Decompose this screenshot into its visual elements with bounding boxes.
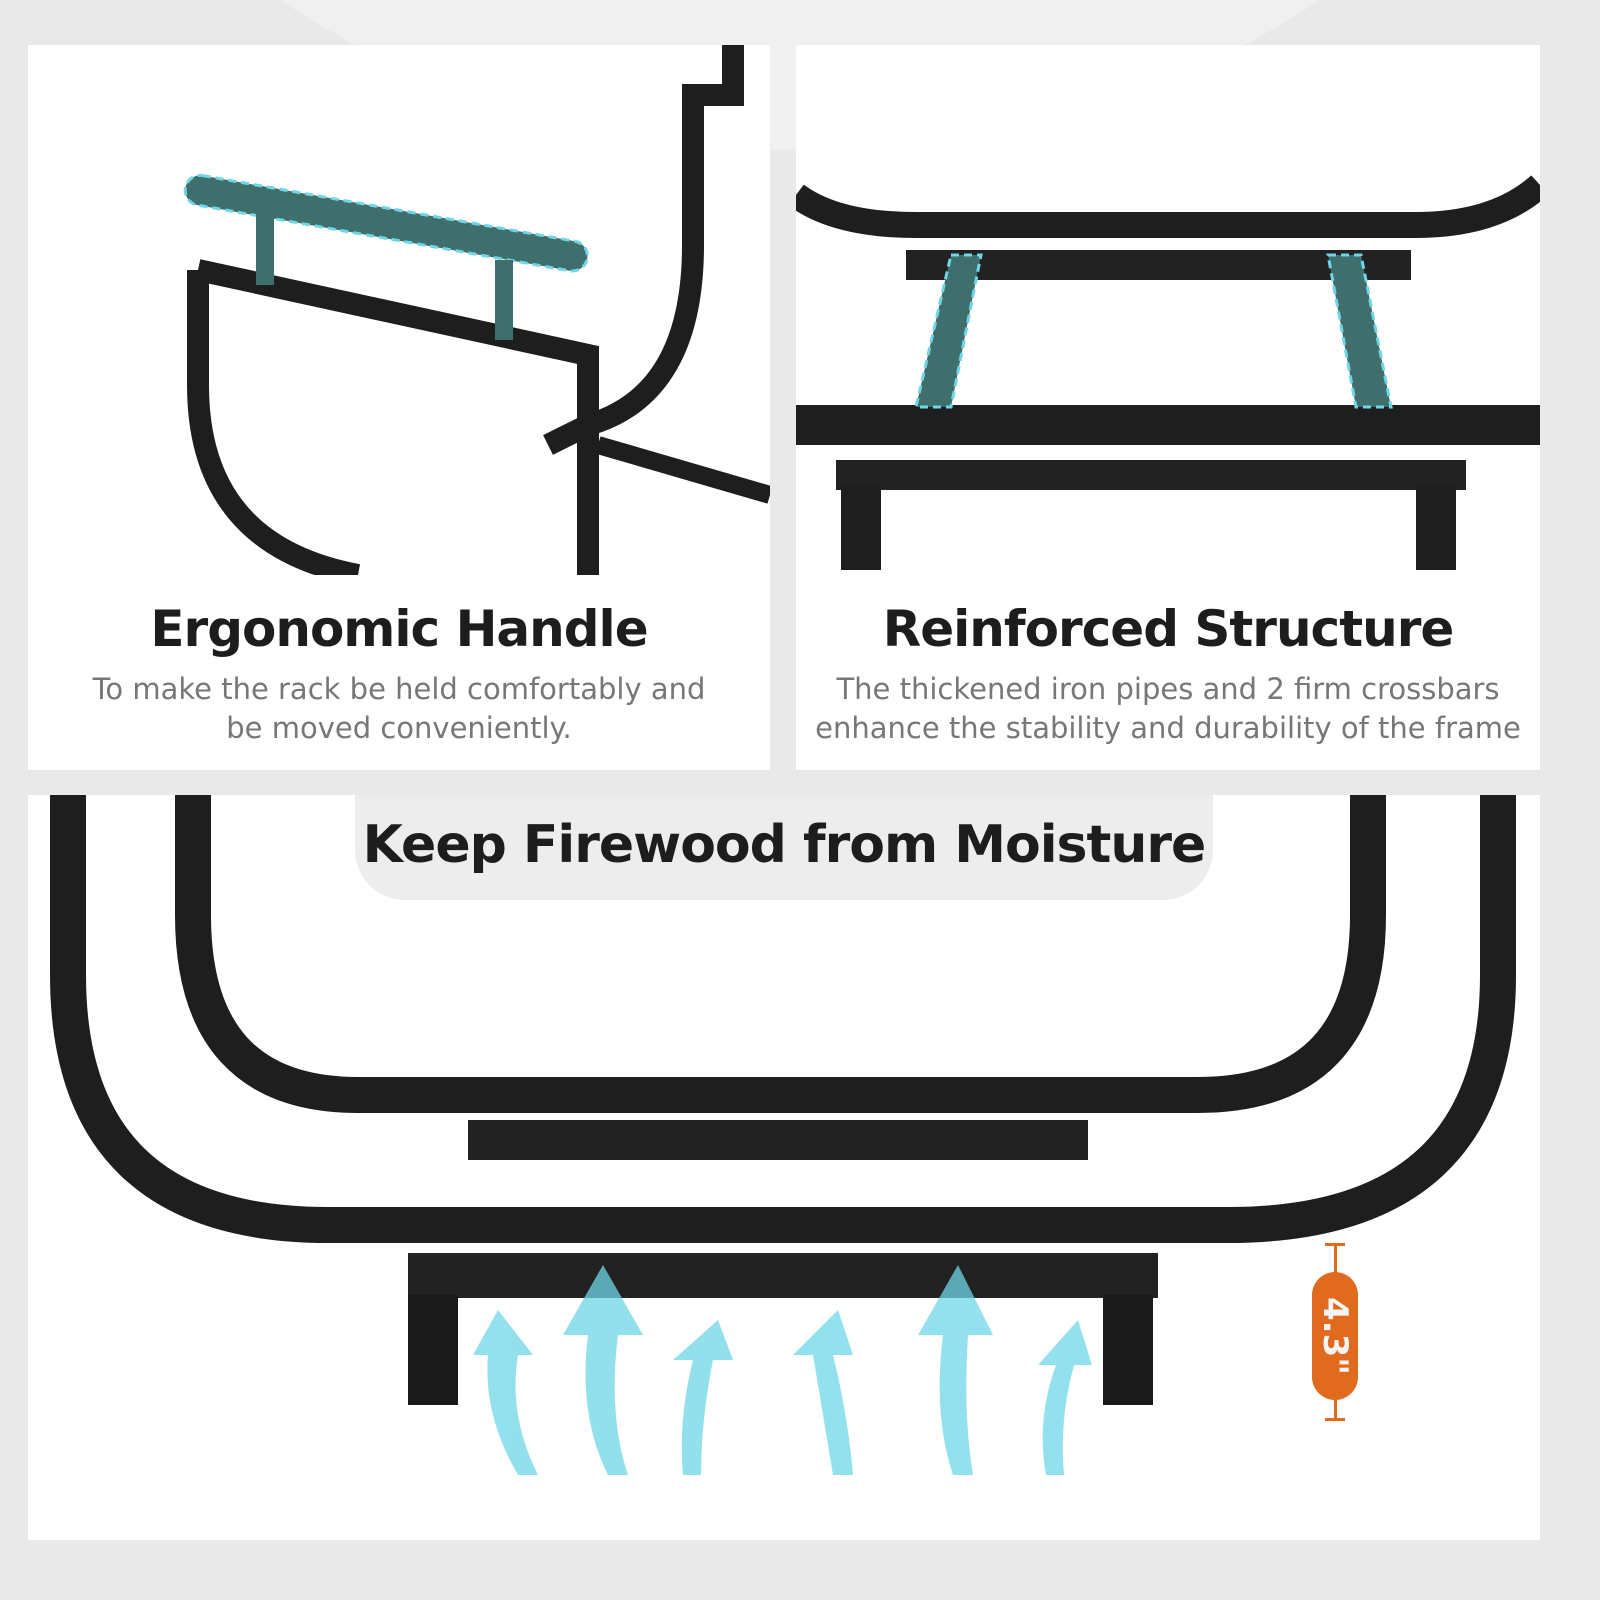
description-line: enhance the stability and durability of …	[815, 711, 1521, 745]
description-line: The thickened iron pipes and 2 firm cros…	[836, 672, 1500, 706]
description-line: To make the rack be held comfortably and	[92, 672, 706, 706]
measure-bottom-tick	[1325, 1418, 1345, 1421]
feature-title: Ergonomic Handle	[150, 600, 648, 658]
height-badge: 4.3"	[1312, 1272, 1358, 1400]
ergonomic-handle-panel: Ergonomic Handle To make the rack be hel…	[28, 45, 770, 770]
height-label: 4.3"	[1315, 1297, 1355, 1375]
banner-title: Keep Firewood from Moisture	[355, 795, 1213, 900]
moisture-panel: Keep Firewood from Moisture	[28, 795, 1540, 1540]
handle-illustration	[183, 45, 770, 575]
rack-illustration	[50, 795, 1516, 1475]
description-line: be moved conveniently.	[226, 711, 572, 745]
structure-illustration	[796, 175, 1540, 570]
measure-line	[1334, 1243, 1337, 1273]
feature-description: To make the rack be held comfortably and…	[28, 670, 770, 748]
feature-title: Reinforced Structure	[882, 600, 1455, 658]
reinforced-structure-panel: Reinforced Structure The thickened iron …	[796, 45, 1540, 770]
feature-description: The thickened iron pipes and 2 firm cros…	[796, 670, 1540, 748]
measure-line	[1334, 1400, 1337, 1420]
